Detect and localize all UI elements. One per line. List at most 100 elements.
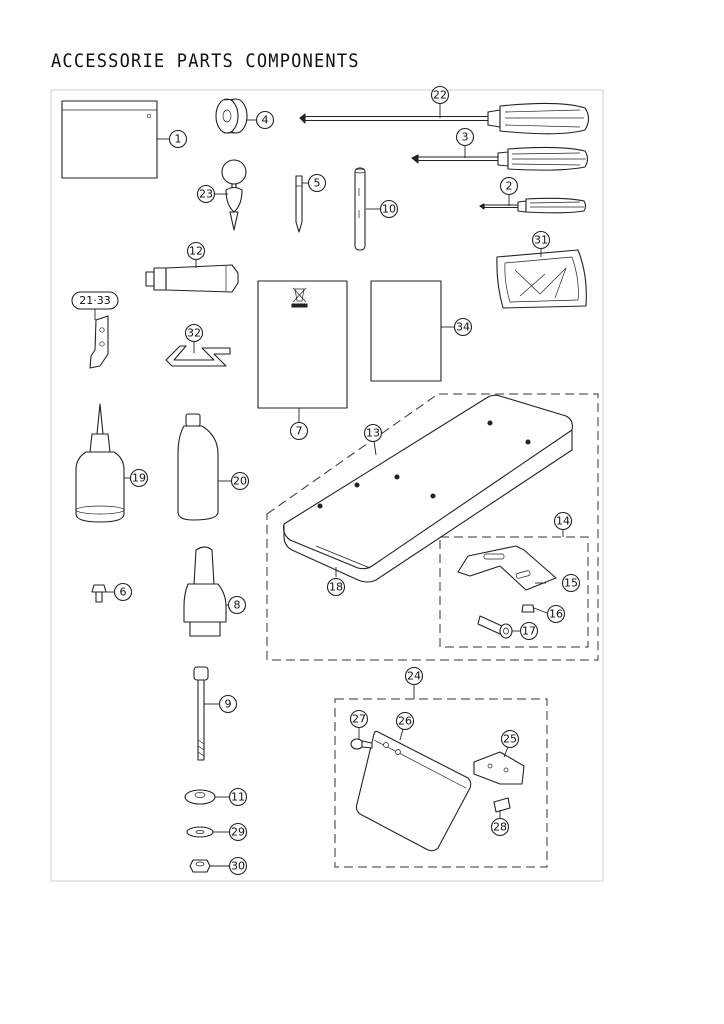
- callout-11: 11: [228, 787, 248, 807]
- part-17-cap-screw: [477, 615, 513, 639]
- part-23-awl: [221, 159, 247, 231]
- svg-text:20: 20: [233, 475, 247, 488]
- part-10-rod: [354, 167, 366, 251]
- part-4-spool: [215, 98, 248, 134]
- part-32-key: [165, 345, 231, 367]
- part-9-long-bolt: [193, 666, 209, 761]
- part-16-screw: [521, 604, 535, 613]
- svg-text:34: 34: [456, 321, 470, 334]
- svg-text:11: 11: [231, 791, 245, 804]
- part-2-screwdriver-small: [479, 197, 587, 214]
- part-28-screw: [493, 797, 511, 813]
- svg-text:10: 10: [382, 203, 396, 216]
- callout-12: 12: [186, 241, 206, 261]
- part-13-table-plate: [283, 394, 573, 583]
- part-15-bracket: [457, 545, 557, 591]
- callout-21-33: 21·33: [71, 291, 119, 310]
- callout-20: 20: [230, 471, 250, 491]
- callout-2: 2: [499, 176, 519, 196]
- callout-16: 16: [546, 604, 566, 624]
- callout-34: 34: [453, 317, 473, 337]
- svg-text:6: 6: [120, 586, 127, 599]
- svg-text:24: 24: [407, 670, 421, 683]
- svg-text:30: 30: [231, 860, 245, 873]
- diagram-frame: [50, 89, 604, 882]
- callout-25: 25: [500, 729, 520, 749]
- part-5-pin: [295, 175, 303, 233]
- svg-text:25: 25: [503, 733, 517, 746]
- callout-22: 22: [430, 85, 450, 105]
- group-14-outline: [439, 536, 589, 648]
- svg-text:12: 12: [189, 245, 203, 258]
- part-25-hinge: [473, 751, 525, 785]
- group-24-outline: [334, 698, 548, 868]
- svg-text:1: 1: [175, 133, 182, 146]
- callout-24: 24: [404, 666, 424, 686]
- part-20-bottle: [177, 413, 219, 521]
- part-11-washer: [184, 789, 216, 805]
- svg-text:13: 13: [366, 427, 380, 440]
- part-7-manual: [257, 280, 348, 409]
- part-3-screwdriver-medium: [411, 146, 589, 171]
- part-22-screwdriver-large: [299, 102, 590, 135]
- callout-26: 26: [395, 711, 415, 731]
- callout-23: 23: [196, 184, 216, 204]
- part-12-grease-tube: [145, 264, 239, 293]
- svg-text:16: 16: [549, 608, 563, 621]
- svg-text:7: 7: [296, 425, 303, 438]
- part-21-33-blade: [89, 315, 109, 369]
- svg-text:28: 28: [493, 821, 507, 834]
- svg-text:15: 15: [564, 577, 578, 590]
- leader-lines: [94, 103, 564, 867]
- callout-10: 10: [379, 199, 399, 219]
- part-30-nut: [189, 859, 211, 873]
- part-26-plate: [355, 730, 472, 852]
- callout-9: 9: [218, 694, 238, 714]
- svg-text:27: 27: [352, 713, 366, 726]
- svg-text:29: 29: [231, 826, 245, 839]
- part-34-document: [370, 280, 442, 382]
- part-1-bag: [61, 100, 158, 179]
- svg-text:31: 31: [534, 234, 548, 247]
- svg-text:5: 5: [314, 177, 321, 190]
- svg-text:19: 19: [132, 472, 146, 485]
- svg-text:14: 14: [556, 515, 570, 528]
- callout-5: 5: [307, 173, 327, 193]
- callout-17: 17: [519, 621, 539, 641]
- svg-text:4: 4: [262, 114, 269, 127]
- callout-30: 30: [228, 856, 248, 876]
- part-27-screw: [350, 738, 373, 750]
- svg-text:8: 8: [234, 599, 241, 612]
- svg-text:26: 26: [398, 715, 412, 728]
- callout-8: 8: [227, 595, 247, 615]
- part-8-knee-pad: [183, 546, 227, 637]
- svg-text:9: 9: [225, 698, 232, 711]
- callout-31: 31: [531, 230, 551, 250]
- callout-13: 13: [363, 423, 383, 443]
- part-6-bolt: [91, 584, 107, 603]
- svg-text:18: 18: [329, 581, 343, 594]
- svg-text:17: 17: [522, 625, 536, 638]
- callout-27: 27: [349, 709, 369, 729]
- callout-4: 4: [255, 110, 275, 130]
- svg-text:22: 22: [433, 89, 447, 102]
- svg-text:23: 23: [199, 188, 213, 201]
- part-19-oiler: [75, 403, 125, 523]
- callout-18: 18: [326, 577, 346, 597]
- part-29-washer: [186, 826, 214, 838]
- callout-19: 19: [129, 468, 149, 488]
- callout-15: 15: [561, 573, 581, 593]
- part-31-cloth: [496, 249, 587, 309]
- callout-28: 28: [490, 817, 510, 837]
- callout-29: 29: [228, 822, 248, 842]
- page-title: ACCESSORIE PARTS COMPONENTS: [51, 50, 360, 73]
- callout-32: 32: [184, 323, 204, 343]
- svg-text:2: 2: [506, 180, 513, 193]
- callout-1: 1: [168, 129, 188, 149]
- svg-text:21·33: 21·33: [79, 294, 111, 307]
- svg-text:32: 32: [187, 327, 201, 340]
- callout-14: 14: [553, 511, 573, 531]
- callout-6: 6: [113, 582, 133, 602]
- group-13-outline: [266, 393, 599, 661]
